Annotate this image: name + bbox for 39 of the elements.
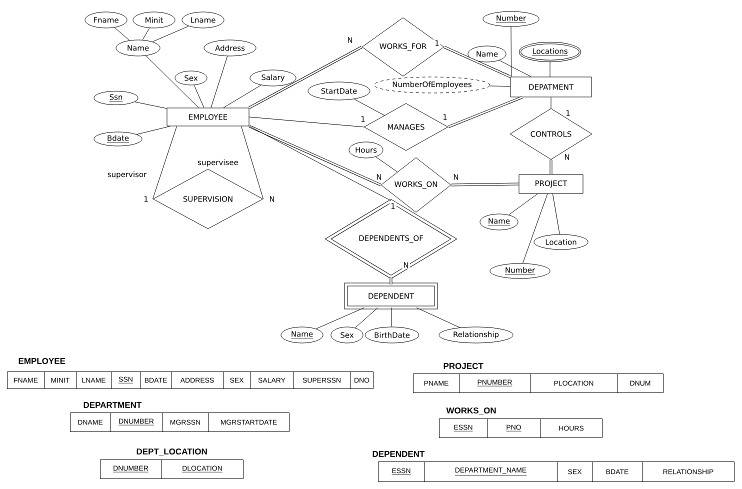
connector-line bbox=[508, 194, 538, 216]
connector-line bbox=[194, 84, 204, 108]
table-title: DEPENDENT bbox=[372, 451, 425, 457]
table-title: WORKS_ON bbox=[446, 408, 496, 414]
table-title: PROJECT bbox=[444, 362, 484, 369]
connector-line bbox=[416, 307, 460, 328]
connector-line bbox=[249, 116, 364, 128]
connector-line bbox=[444, 46, 511, 78]
connector-line bbox=[391, 307, 392, 327]
connector-line bbox=[223, 84, 262, 108]
connector-line bbox=[136, 126, 170, 135]
connector-line bbox=[248, 46, 362, 109]
connector-line bbox=[550, 160, 552, 174]
connector-line bbox=[550, 97, 552, 108]
connector-line bbox=[152, 126, 177, 200]
connector-line bbox=[390, 277, 392, 284]
connector-line bbox=[522, 194, 548, 264]
connector-line bbox=[552, 194, 560, 234]
connector-line bbox=[248, 125, 382, 186]
connector-line bbox=[241, 126, 264, 200]
connector-line bbox=[142, 28, 150, 40]
connector-line bbox=[448, 96, 523, 128]
connector-line bbox=[249, 126, 392, 201]
connector-line bbox=[354, 98, 385, 116]
connector-line bbox=[146, 55, 199, 108]
connector-line bbox=[316, 307, 364, 330]
table-title: EMPLOYEE bbox=[18, 358, 66, 364]
connector-line bbox=[510, 26, 512, 77]
connector-line bbox=[375, 156, 398, 172]
connector-line bbox=[354, 307, 378, 328]
connector-line bbox=[210, 56, 228, 108]
connector-line bbox=[489, 86, 510, 87]
table-title: DEPARTMENT bbox=[84, 402, 142, 408]
connector-line bbox=[114, 27, 130, 41]
connector-line bbox=[134, 102, 167, 109]
connector-line bbox=[152, 26, 190, 42]
connector-line bbox=[499, 60, 532, 77]
table-title: DEPT_LOCATION bbox=[136, 448, 207, 456]
connector-line bbox=[451, 182, 519, 186]
